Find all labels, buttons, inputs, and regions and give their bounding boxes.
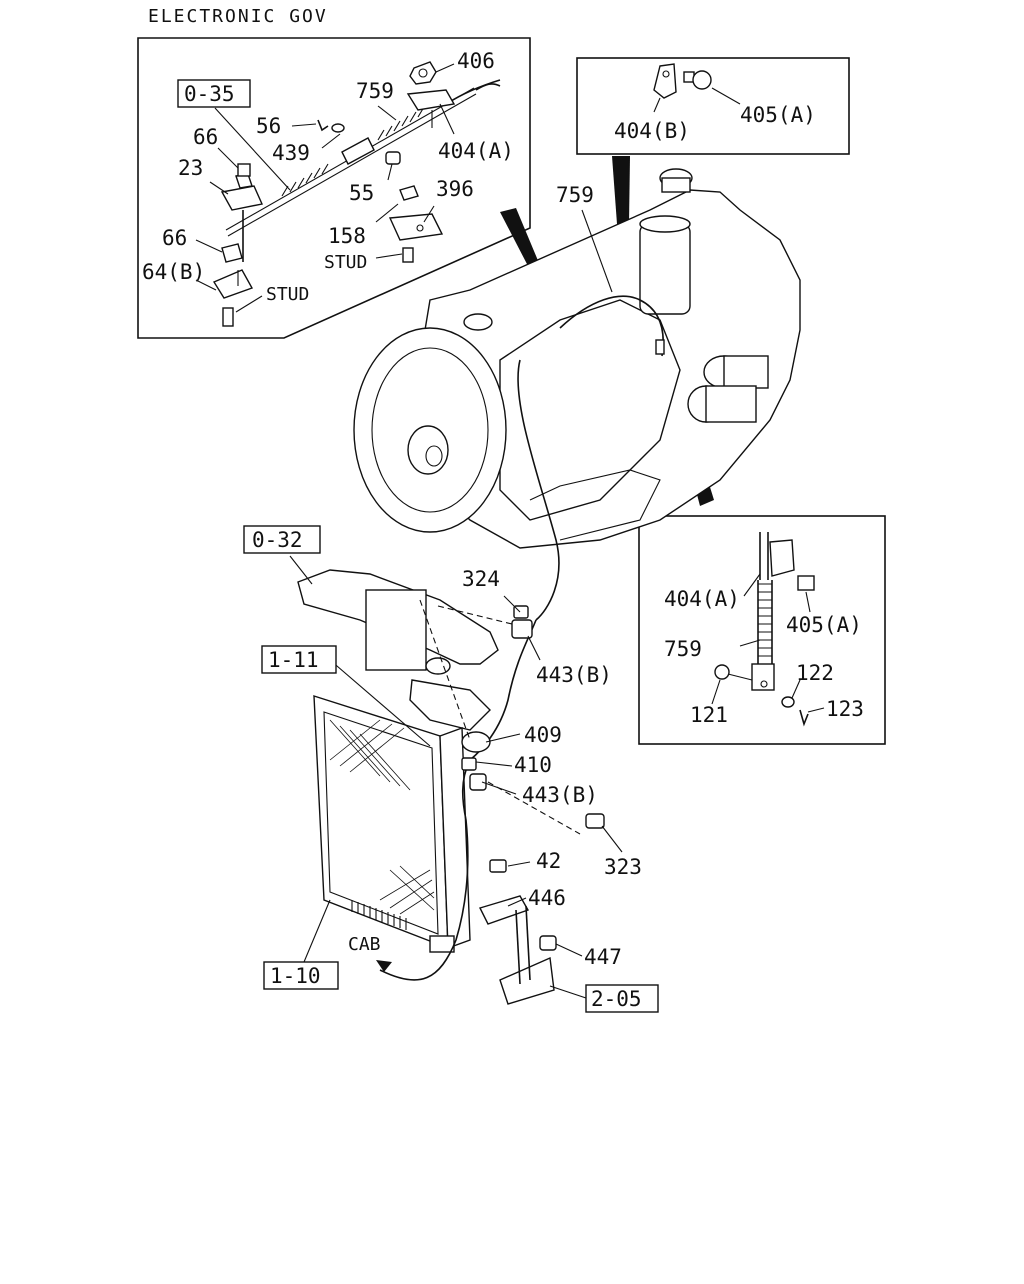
inset-right-frame bbox=[638, 515, 886, 745]
part-label-405a-right: 405(A) bbox=[786, 613, 862, 637]
engine-drawing bbox=[353, 168, 801, 621]
part-label-410: 410 bbox=[514, 753, 552, 777]
part-label-23: 23 bbox=[178, 156, 203, 180]
part-label-42: 42 bbox=[536, 849, 561, 873]
inset-left-drawing bbox=[195, 61, 501, 327]
part-label-446: 446 bbox=[528, 886, 566, 910]
inset-top-drawing bbox=[653, 63, 741, 113]
part-label-447: 447 bbox=[584, 945, 622, 969]
part-label-123: 123 bbox=[826, 697, 864, 721]
part-label-66-upper: 66 bbox=[193, 125, 218, 149]
cable-route-drawing bbox=[376, 595, 623, 1005]
part-label-439: 439 bbox=[272, 141, 310, 165]
ref-box-0-32 bbox=[243, 525, 321, 554]
ref-label-0-32: 0-32 bbox=[252, 528, 303, 552]
inset-right-drawing bbox=[711, 532, 825, 727]
part-label-443b-upper: 443(B) bbox=[536, 663, 612, 687]
ref-box-1-10 bbox=[263, 961, 339, 990]
part-label-759-inset: 759 bbox=[356, 79, 394, 103]
part-label-396: 396 bbox=[436, 177, 474, 201]
stud-label-upper: STUD bbox=[324, 252, 367, 273]
part-label-409: 409 bbox=[524, 723, 562, 747]
ref-box-1-11 bbox=[261, 645, 337, 674]
part-label-121: 121 bbox=[690, 703, 728, 727]
ref-label-0-35: 0-35 bbox=[184, 82, 235, 106]
part-label-323: 323 bbox=[604, 855, 642, 879]
part-label-66-lower: 66 bbox=[162, 226, 187, 250]
part-label-324: 324 bbox=[462, 567, 500, 591]
part-label-443b-lower: 443(B) bbox=[522, 783, 598, 807]
part-label-404a-right: 404(A) bbox=[664, 587, 740, 611]
part-label-406: 406 bbox=[457, 49, 495, 73]
cab-label: CAB bbox=[348, 934, 381, 955]
part-label-759-right: 759 bbox=[664, 637, 702, 661]
diagram-title: ELECTRONIC GOV bbox=[148, 6, 328, 27]
part-label-55: 55 bbox=[349, 181, 374, 205]
part-label-64b: 64(B) bbox=[142, 260, 205, 284]
part-label-405a-top: 405(A) bbox=[740, 103, 816, 127]
ref-label-2-05: 2-05 bbox=[591, 987, 642, 1011]
inset-left-frame bbox=[137, 37, 531, 339]
ref-box-0-35 bbox=[177, 79, 251, 108]
part-label-158: 158 bbox=[328, 224, 366, 248]
intake-manifold-drawing bbox=[289, 555, 499, 731]
ref-box-2-05 bbox=[585, 984, 659, 1013]
ref-label-1-11: 1-11 bbox=[268, 648, 319, 672]
radiator-drawing bbox=[303, 659, 471, 963]
part-label-122: 122 bbox=[796, 661, 834, 685]
part-label-56: 56 bbox=[256, 114, 281, 138]
part-label-404a-inset: 404(A) bbox=[438, 139, 514, 163]
stud-label-lower: STUD bbox=[266, 284, 309, 305]
ref-label-1-10: 1-10 bbox=[270, 964, 321, 988]
part-label-404b: 404(B) bbox=[614, 119, 690, 143]
part-label-759-main: 759 bbox=[556, 183, 594, 207]
inset-top-frame bbox=[576, 57, 850, 155]
